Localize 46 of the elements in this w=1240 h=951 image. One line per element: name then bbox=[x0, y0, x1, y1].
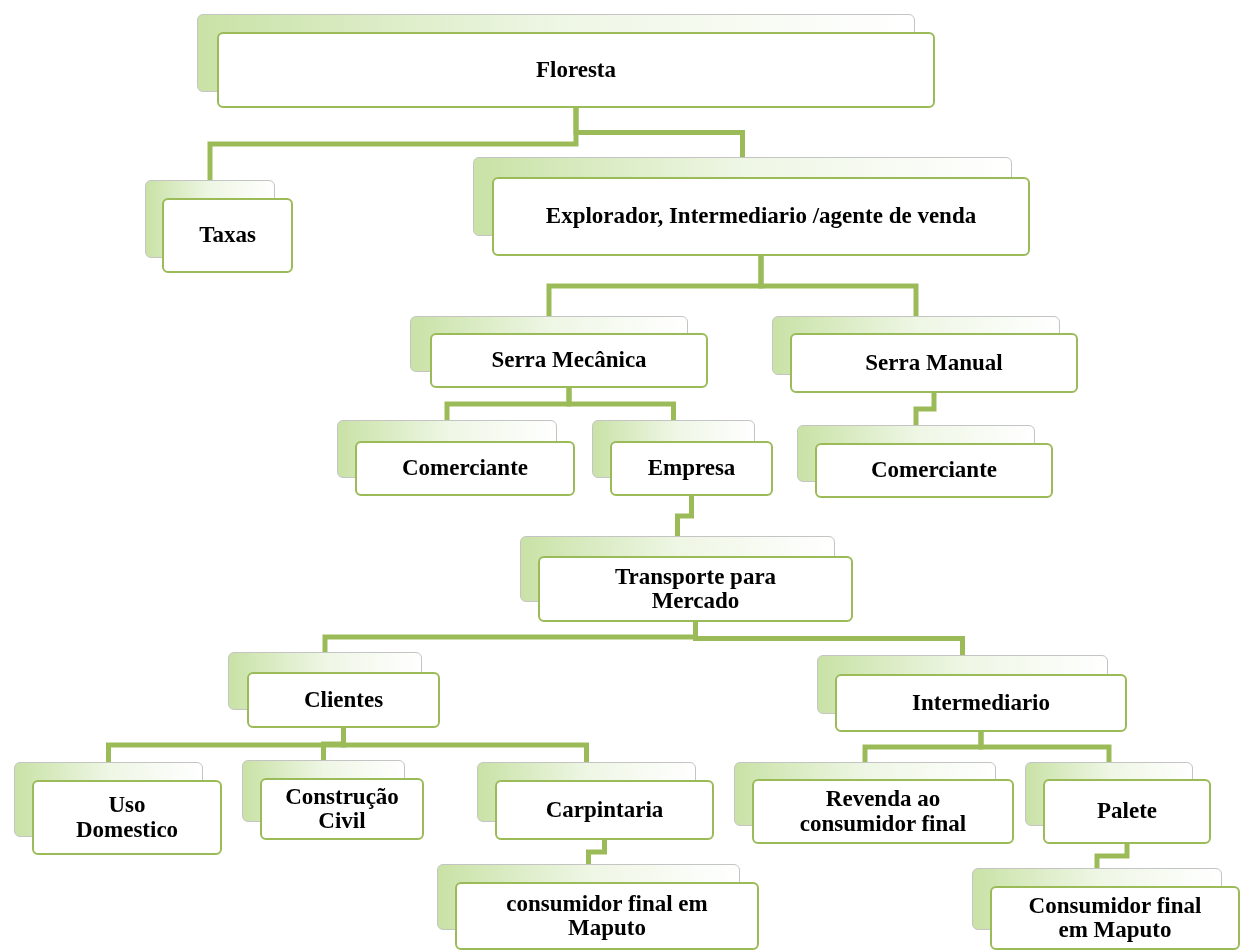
stacked-box bbox=[473, 157, 1030, 256]
stacked-box bbox=[242, 760, 424, 840]
box-label: Consumidor final em Maputo bbox=[1028, 893, 1202, 943]
connector-line bbox=[573, 108, 745, 157]
stacked-box bbox=[337, 420, 575, 496]
connector-line bbox=[758, 256, 919, 316]
box-label: Revenda ao consumidor final bbox=[798, 787, 968, 836]
connector-line bbox=[913, 393, 937, 425]
connector-line bbox=[586, 840, 607, 864]
stacked-box bbox=[772, 316, 1078, 393]
connector-line bbox=[675, 496, 694, 536]
box-label: Carpintaria bbox=[545, 797, 664, 823]
stacked-box bbox=[592, 420, 773, 496]
stacked-box bbox=[14, 762, 222, 855]
stacked-box bbox=[410, 316, 708, 388]
stacked-box bbox=[734, 762, 1014, 844]
stacked-box bbox=[817, 655, 1127, 732]
connector-line bbox=[566, 388, 676, 420]
connector-line bbox=[341, 728, 589, 762]
box-label: Intermediario bbox=[912, 690, 1050, 716]
stacked-box bbox=[520, 536, 853, 622]
connector-line bbox=[978, 732, 1112, 762]
box-label: Comerciante bbox=[402, 456, 528, 481]
box-label: consumidor final em Maputo bbox=[505, 891, 709, 941]
box-label: Palete bbox=[1097, 799, 1157, 824]
connector-line bbox=[693, 622, 965, 655]
stacked-box bbox=[972, 868, 1240, 950]
stacked-box bbox=[437, 864, 759, 950]
box-label: Empresa bbox=[647, 456, 736, 481]
stacked-box bbox=[797, 425, 1053, 498]
stacked-box bbox=[197, 14, 935, 108]
box-label: Uso Domestico bbox=[74, 793, 180, 842]
stacked-box bbox=[1025, 762, 1211, 844]
connector-line bbox=[1094, 844, 1130, 868]
box-label: Transporte para Mercado bbox=[613, 564, 778, 614]
box-label: Construção Civil bbox=[285, 784, 399, 834]
box-label: Taxas bbox=[199, 223, 256, 248]
stacked-box bbox=[228, 652, 440, 728]
stacked-box bbox=[145, 180, 293, 273]
box-label: Floresta bbox=[535, 57, 617, 83]
box-label: Serra Mecânica bbox=[491, 348, 647, 373]
stacked-box bbox=[477, 762, 714, 840]
box-label: Comerciante bbox=[871, 458, 997, 483]
box-label: Explorador, Intermediario /agente de venda bbox=[545, 204, 977, 229]
box-label: Clientes bbox=[303, 687, 384, 713]
box-label: Serra Manual bbox=[865, 350, 1003, 376]
